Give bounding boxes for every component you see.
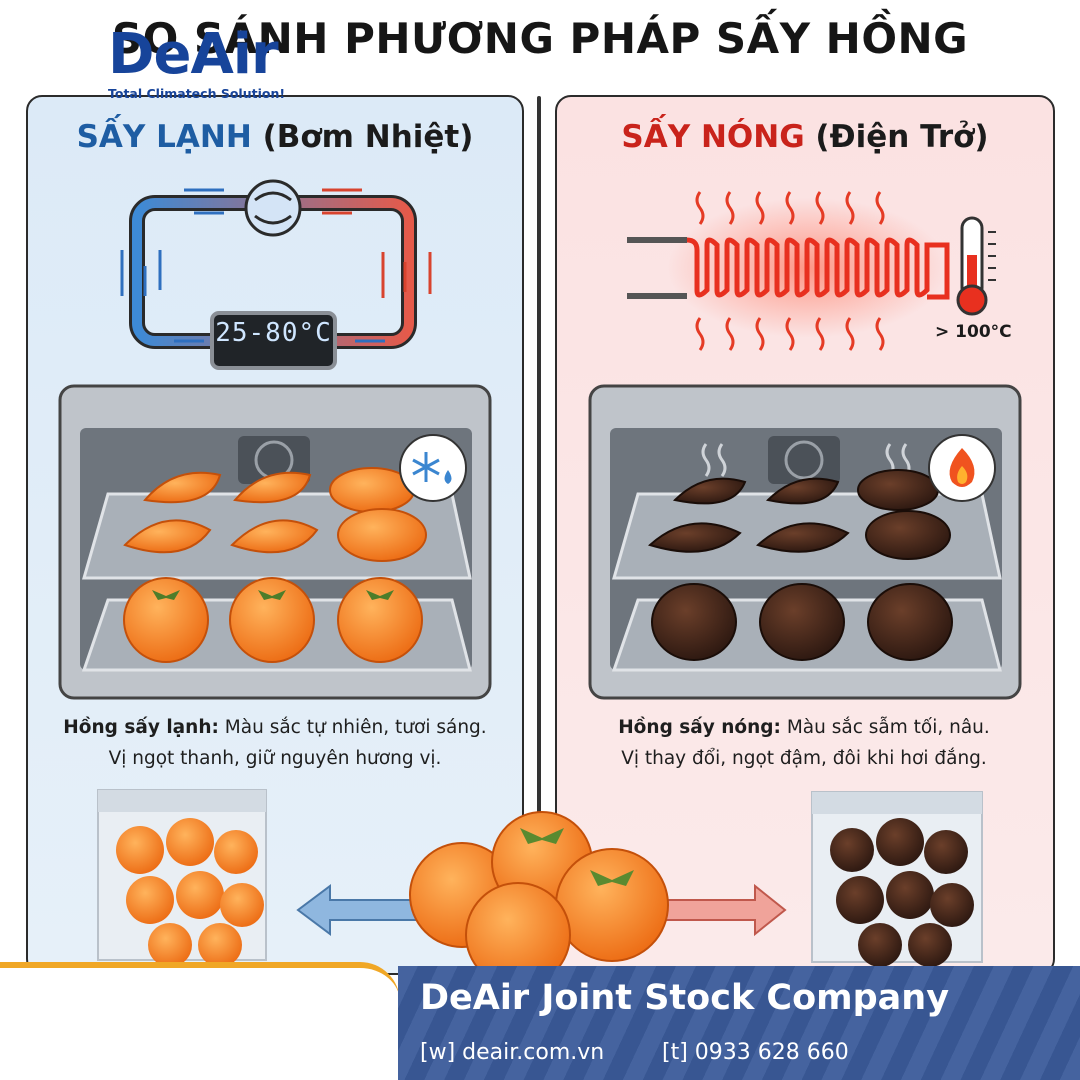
deair-logo: DeAir [108,22,279,87]
website-link[interactable]: [w] deair.com.vn [420,1040,605,1065]
hot-description-bold: Hồng sấy nóng: [618,717,781,738]
hot-heading-rest: (Điện Trở) [804,119,989,155]
cold-description-bold: Hồng sấy lạnh: [63,717,219,738]
logo-tagline: Total Climatech Solution! [108,86,286,101]
page-title: SO SÁNH PHƯƠNG PHÁP SẤY HỒNG [111,14,969,63]
hot-persimmon-slices [648,469,953,661]
arrow-to-cold [296,884,431,936]
footer [0,962,1080,1080]
fresh-persimmons [409,811,669,988]
hot-description-rest: Màu sắc sẫm tối, nâu. [780,717,990,738]
flame-icon [928,434,996,502]
fan-icon [784,440,824,480]
cold-heading-keyword: SẤY LẠNH [76,119,252,155]
company-name: DeAir Joint Stock Company [420,978,950,1018]
cold-product-bag [97,789,267,967]
cold-description-line1: Hồng sấy lạnh: Màu sắc tự nhiên, tươi sá… [26,712,524,743]
cold-heading: SẤY LẠNH (Bơm Nhiệt) [26,119,524,155]
cold-description-line2: Vị ngọt thanh, giữ nguyên hương vị. [108,748,442,769]
phone-number[interactable]: [t] 0933 628 660 [662,1040,849,1065]
temperature-display-text: 25-80°C [215,318,332,348]
center-divider [537,96,541,956]
hot-heading-keyword: SẤY NÓNG [621,119,805,155]
hot-heading: SẤY NÓNG (Điện Trở) [555,119,1055,155]
cold-description-rest: Màu sắc tự nhiên, tươi sáng. [218,717,487,738]
footer-contact-band [398,966,1080,1080]
hot-product-bag [811,791,983,967]
cold-heading-rest: (Bơm Nhiệt) [251,119,474,155]
arrow-to-hot [659,883,787,937]
hot-description-line2: Vị thay đổi, ngọt đậm, đôi khi hơi đắng. [621,748,987,769]
thermometer-icon [956,216,996,316]
hot-description: Hồng sấy nóng: Màu sắc sẫm tối, nâu. Vị … [555,712,1053,774]
snowflake-drop-icon [399,434,467,502]
hot-description-line1: Hồng sấy nóng: Màu sắc sẫm tối, nâu. [555,712,1053,743]
hot-temperature-label: > 100°C [935,322,1012,342]
cold-description: Hồng sấy lạnh: Màu sắc tự nhiên, tươi sá… [26,712,524,774]
heating-element-icon [627,191,950,351]
cold-persimmon-slices [123,467,427,663]
footer-logo-area [0,962,400,1080]
temperature-display [210,311,337,370]
